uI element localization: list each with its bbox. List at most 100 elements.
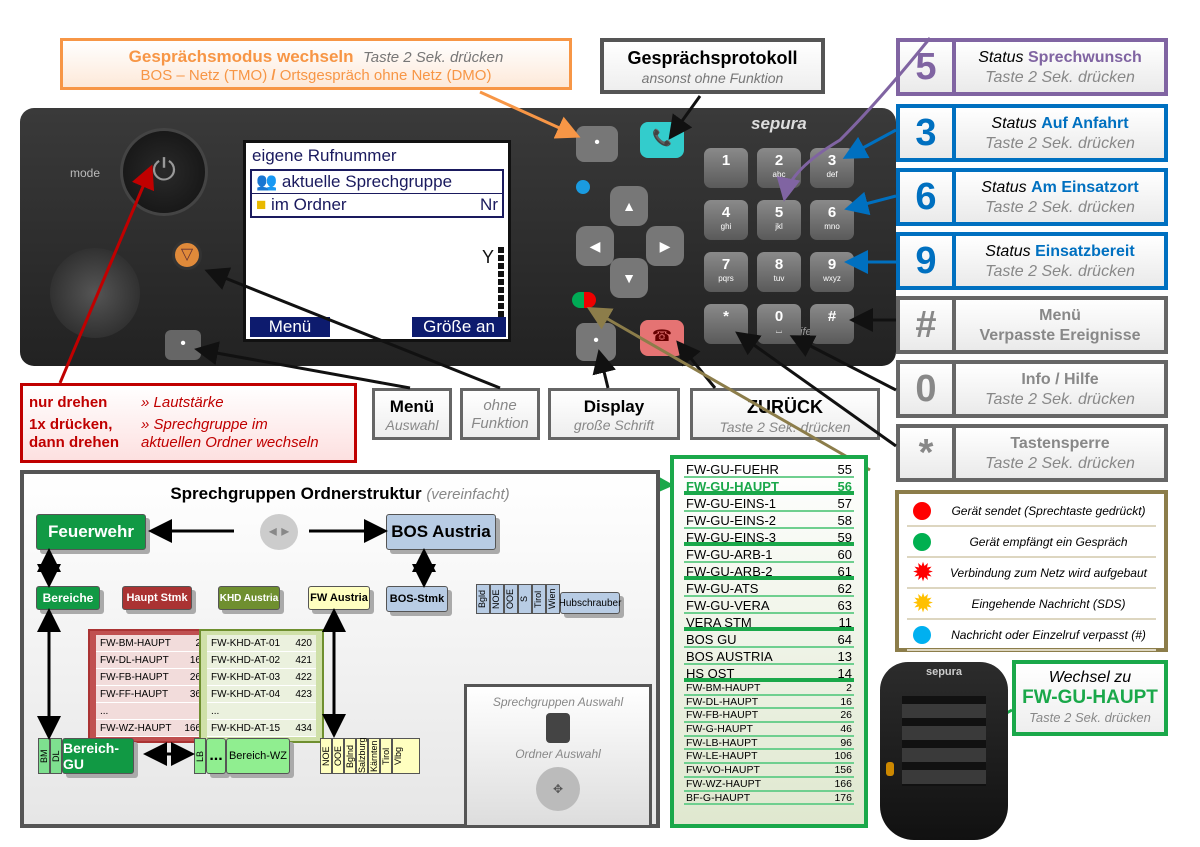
talkgroup-number: 56	[837, 479, 852, 494]
led-dot-icon	[913, 625, 931, 644]
talkgroup-number: 61	[837, 564, 852, 579]
mode-label: mode	[70, 166, 101, 180]
talkgroup-name: FW-G-HAUPT	[686, 723, 753, 736]
group-name: FW-KHD-AT-03	[211, 672, 281, 683]
talkgroup-number: 166	[834, 777, 852, 790]
talkgroup-row[interactable]: FW-GU-ARB-2 61	[684, 563, 854, 580]
talkgroup-number: 156	[834, 764, 852, 777]
mic-l3: Taste 2 Sek. drücken	[1029, 709, 1151, 725]
haupt-stmk-table: FW-BM-HAUPT2FW-DL-HAUPT16FW-FB-HAUPT26FW…	[88, 629, 213, 743]
talkgroup-number: 46	[840, 723, 852, 736]
mode-switch-callout: Gesprächsmodus wechseln Taste 2 Sek. drü…	[60, 38, 572, 90]
arrow-mode	[479, 90, 581, 139]
burst-icon: ✹	[912, 557, 934, 587]
key-letters: abc	[772, 170, 786, 179]
structure-arrows	[37, 519, 436, 766]
key-digit: 7	[721, 256, 731, 273]
nav-up-button[interactable]: ▲	[610, 186, 648, 226]
folder-feuerwehr: Feuerwehr	[36, 514, 146, 550]
protocol-callout: Gesprächsprotokoll ansonst ohne Funktion	[600, 38, 825, 94]
status-hint: Verpasste Ereignisse	[979, 327, 1141, 344]
status-name: Tastensperre	[1010, 435, 1110, 452]
legend-item: ✹Verbindung zum Netz wird aufgebaut	[907, 557, 1156, 589]
talkgroup-number: 11	[838, 615, 853, 630]
mic-brand: sepura	[925, 666, 963, 678]
key-letters: ⌴	[775, 326, 783, 335]
group-name: FW-FB-HAUPT	[100, 672, 169, 683]
talkgroup-row[interactable]: VERA STM 11	[684, 614, 854, 631]
talkgroup-row[interactable]: FW-GU-HAUPT 56	[684, 478, 854, 495]
talkgroup-name: FW-GU-VERA	[686, 598, 770, 613]
status-number: 6	[900, 172, 956, 222]
talkgroup-name: VERA STM	[686, 615, 752, 630]
radio-display: eigene Rufnummer 👥 aktuelle Sprechgruppe…	[243, 140, 511, 342]
talkgroup-number: 176	[834, 791, 852, 804]
talkgroup-number: 2	[846, 682, 852, 694]
key-1[interactable]: 1	[704, 148, 748, 188]
status-prefix: Status	[981, 179, 1032, 196]
led-dot-icon	[913, 501, 931, 520]
talkgroup-name: FW-GU-HAUPT	[686, 479, 779, 494]
nav-down-button[interactable]: ▼	[610, 258, 648, 298]
speaker-cap	[50, 248, 140, 338]
back-sub: Taste 2 Sek. drücken	[719, 418, 851, 435]
key-digit: 8	[774, 256, 784, 273]
group-number: 434	[295, 723, 312, 734]
mic-button[interactable]	[886, 762, 894, 776]
arrow-display	[592, 349, 616, 389]
status-number: 0	[900, 364, 956, 414]
legend-text: Eingehende Nachricht (SDS)	[971, 596, 1126, 611]
legend-item: Nachricht oder Einzelruf verpasst (#)	[907, 620, 1156, 651]
key-letters: mno	[824, 222, 840, 231]
talkgroup-name: FW-GU-ARB-2	[686, 564, 773, 579]
nav-right-button[interactable]: ▶	[646, 226, 684, 266]
talkgroup-number: 58	[837, 513, 852, 528]
emergency-button[interactable]: ▽	[172, 240, 202, 270]
arrow-back	[676, 340, 717, 389]
group-number: 422	[295, 672, 312, 683]
key-hash[interactable]: #	[810, 304, 854, 344]
mode-button[interactable]: •	[576, 126, 618, 162]
talkgroup-number: 64	[837, 632, 852, 647]
key-letters: pqrs	[718, 274, 734, 283]
folder-bereich-wz: Bereich-WZ	[226, 738, 290, 774]
talkgroup-number: 57	[837, 496, 852, 511]
group-name: FW-FF-HAUPT	[100, 689, 169, 700]
talkgroup-row[interactable]: FW-G-HAUPT 46	[684, 723, 854, 737]
legend-text: Nachricht oder Einzelruf verpasst (#)	[951, 627, 1146, 642]
status-name: Am Einsatzort	[1031, 179, 1139, 196]
mode-sep: /	[267, 67, 280, 85]
folder-hubschrauber: Hubschrauber	[559, 592, 621, 614]
screen-line-own-number: eigene Rufnummer	[252, 146, 397, 165]
nav-left-button[interactable]: ◀	[576, 226, 614, 266]
